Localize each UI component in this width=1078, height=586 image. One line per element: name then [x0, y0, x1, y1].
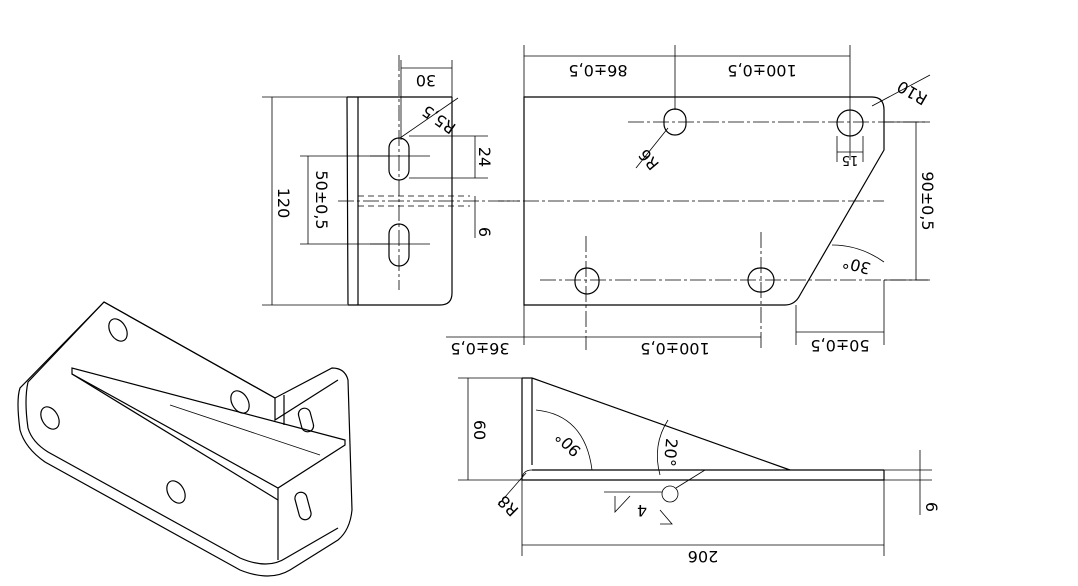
weld-arrow-icon: [659, 509, 673, 525]
dim-side-6-label: 6: [475, 227, 494, 237]
leader-r8: [497, 472, 527, 506]
dim-front-6-label: 6: [922, 502, 941, 512]
angle-30-label: 30°: [840, 252, 872, 278]
radius-r10-label: R10: [894, 77, 931, 109]
top-view-outline: [523, 96, 885, 306]
iso-outer-outline: [17, 301, 353, 577]
iso-hole-3: [230, 390, 250, 414]
angle-90-label: 90°: [551, 427, 584, 460]
dim-60-label: 60: [470, 420, 489, 440]
weld-symbol-circle: [661, 485, 679, 503]
weld-fillet-icon: [614, 495, 631, 514]
top-view: 86±0,5 100±0,5 R10 R6 15 90±0,5 30° 36±0…: [446, 45, 937, 358]
angle-30-arc: [831, 244, 885, 263]
dim-120-label: 120: [274, 188, 293, 219]
leader-r10: [871, 74, 931, 107]
weld-size-label: 4: [637, 501, 647, 520]
dim-24-label: 24: [475, 147, 494, 167]
side-view: 120 50±0,5 30 R5,5 24 6: [262, 55, 520, 306]
side-view-outline: [346, 96, 453, 306]
leader-r55: [399, 97, 459, 139]
iso-rib: [71, 367, 346, 489]
iso-slot-1: [294, 491, 312, 521]
dim-100-bottom-label: 100±0,5: [640, 339, 709, 358]
iso-slot-2: [297, 407, 315, 433]
radius-r55-label: R5,5: [418, 101, 459, 138]
angle-90-arc: [535, 409, 593, 471]
dim-90-label: 90±0,5: [918, 171, 937, 230]
dim-30-label: 30: [416, 71, 436, 90]
isometric-view: [17, 301, 353, 577]
leader-r6: [635, 127, 669, 169]
dim-206-label: 206: [688, 547, 719, 566]
iso-hole-4: [166, 480, 186, 504]
radius-r6-label: R6: [635, 145, 663, 174]
dim-100-top-label: 100±0,5: [727, 61, 796, 80]
top-hole-3: [574, 267, 600, 295]
dim-86-label: 86±0,5: [568, 61, 627, 80]
iso-hole-2: [40, 406, 60, 430]
angle-20-arc: [656, 419, 669, 476]
iso-hole-1: [108, 318, 128, 342]
dim-50-label: 50±0,5: [810, 336, 869, 355]
dim-slot-spacing-label: 50±0,5: [312, 170, 331, 229]
dim-15-label: 15: [842, 152, 859, 167]
front-slope-edge: [531, 377, 791, 471]
angle-20-label: 20°: [660, 438, 681, 468]
radius-r8-label: R8: [494, 492, 522, 520]
front-view: 60 90° 20° R8 4 6 206: [458, 377, 941, 566]
dim-36-label: 36±0,5: [450, 339, 509, 358]
